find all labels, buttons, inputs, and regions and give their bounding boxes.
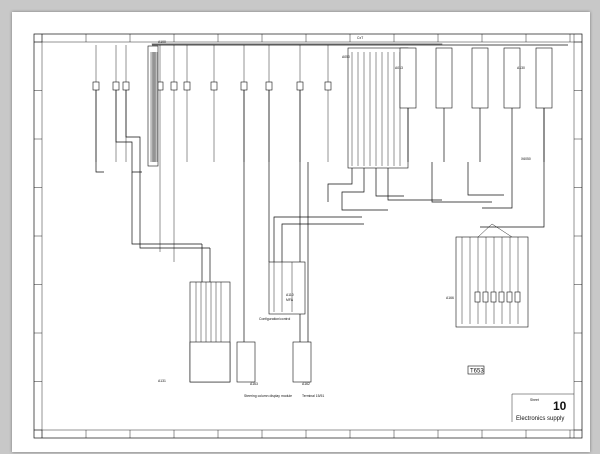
connector-box bbox=[170, 81, 178, 91]
connector-box bbox=[112, 81, 120, 91]
component-label-a131: A131 bbox=[158, 379, 166, 383]
module-a100 bbox=[147, 45, 159, 167]
sheet-label: Sheet bbox=[530, 398, 539, 402]
component-label-a110: A110 bbox=[286, 293, 294, 297]
module-a110 bbox=[268, 261, 306, 315]
component-label-a162-name: Terminal 15/51 bbox=[302, 394, 324, 398]
wire-network bbox=[92, 43, 568, 383]
connector-box bbox=[324, 81, 332, 91]
connector-box bbox=[122, 81, 130, 91]
harness-wire bbox=[95, 90, 104, 173]
stamp-box bbox=[467, 365, 485, 375]
harness-wire bbox=[480, 108, 545, 228]
schematic-sheet: A100 CxT A050 A013 A130 A110 MFA A131 A1… bbox=[12, 12, 590, 452]
harness-wire bbox=[375, 168, 404, 197]
component-label-a130: A130 bbox=[517, 66, 525, 70]
fuse bbox=[498, 291, 505, 303]
module-a166 bbox=[455, 236, 529, 328]
connector-box bbox=[210, 81, 218, 91]
component-label-a162: A162 bbox=[302, 382, 310, 386]
harness-wire bbox=[387, 168, 442, 201]
component-label-a163-name: Steering column display module bbox=[244, 394, 292, 398]
component-label-a110-name: MFA bbox=[286, 298, 294, 302]
harness-wire bbox=[341, 168, 388, 211]
module-a130 bbox=[503, 47, 521, 109]
wiring-diagram: A100 CxT A050 A013 A130 A110 MFA A131 A1… bbox=[33, 33, 583, 439]
connector-box bbox=[265, 81, 273, 91]
component-label-a163: A163 bbox=[250, 382, 258, 386]
module-a013 bbox=[399, 47, 417, 109]
component-label-x6050: X6050 bbox=[521, 157, 531, 161]
module-a131-body bbox=[189, 341, 231, 383]
module-right-2 bbox=[471, 47, 489, 109]
harness-wire bbox=[431, 162, 492, 203]
harness-wire bbox=[139, 174, 210, 249]
fuse bbox=[482, 291, 489, 303]
component-label-a166: A166 bbox=[446, 296, 454, 300]
fuse bbox=[514, 291, 521, 303]
fuse bbox=[490, 291, 497, 303]
module-a162 bbox=[292, 341, 312, 383]
module-right-1 bbox=[435, 47, 453, 109]
stamp-text: T653 bbox=[470, 369, 484, 375]
component-label-a100: A100 bbox=[158, 40, 166, 44]
frame-ticks bbox=[34, 34, 582, 438]
fuse bbox=[506, 291, 513, 303]
harness-wire bbox=[125, 90, 141, 174]
component-label-a050: A050 bbox=[342, 55, 350, 59]
harness-wire bbox=[327, 168, 353, 202]
harness-wire bbox=[131, 172, 202, 245]
harness-wire bbox=[467, 162, 504, 196]
harness-wire bbox=[482, 162, 513, 209]
connector-box bbox=[240, 81, 248, 91]
sheet-title: Electronics supply bbox=[516, 416, 564, 422]
component-label-a050-name: CxT bbox=[357, 36, 363, 40]
module-a163 bbox=[236, 341, 256, 383]
harness-wire bbox=[273, 216, 362, 262]
connector-box bbox=[296, 81, 304, 91]
config-label: Configuration/control bbox=[259, 317, 291, 321]
sheet-number: 10 bbox=[553, 399, 567, 413]
fuse bbox=[474, 291, 481, 303]
component-label-a013: A013 bbox=[395, 66, 403, 70]
module-right-3 bbox=[535, 47, 553, 109]
harness-wire bbox=[281, 223, 364, 262]
fan-wire bbox=[477, 223, 513, 238]
connector-box bbox=[183, 81, 191, 91]
connector-box bbox=[92, 81, 100, 91]
harness-wire bbox=[115, 90, 142, 173]
